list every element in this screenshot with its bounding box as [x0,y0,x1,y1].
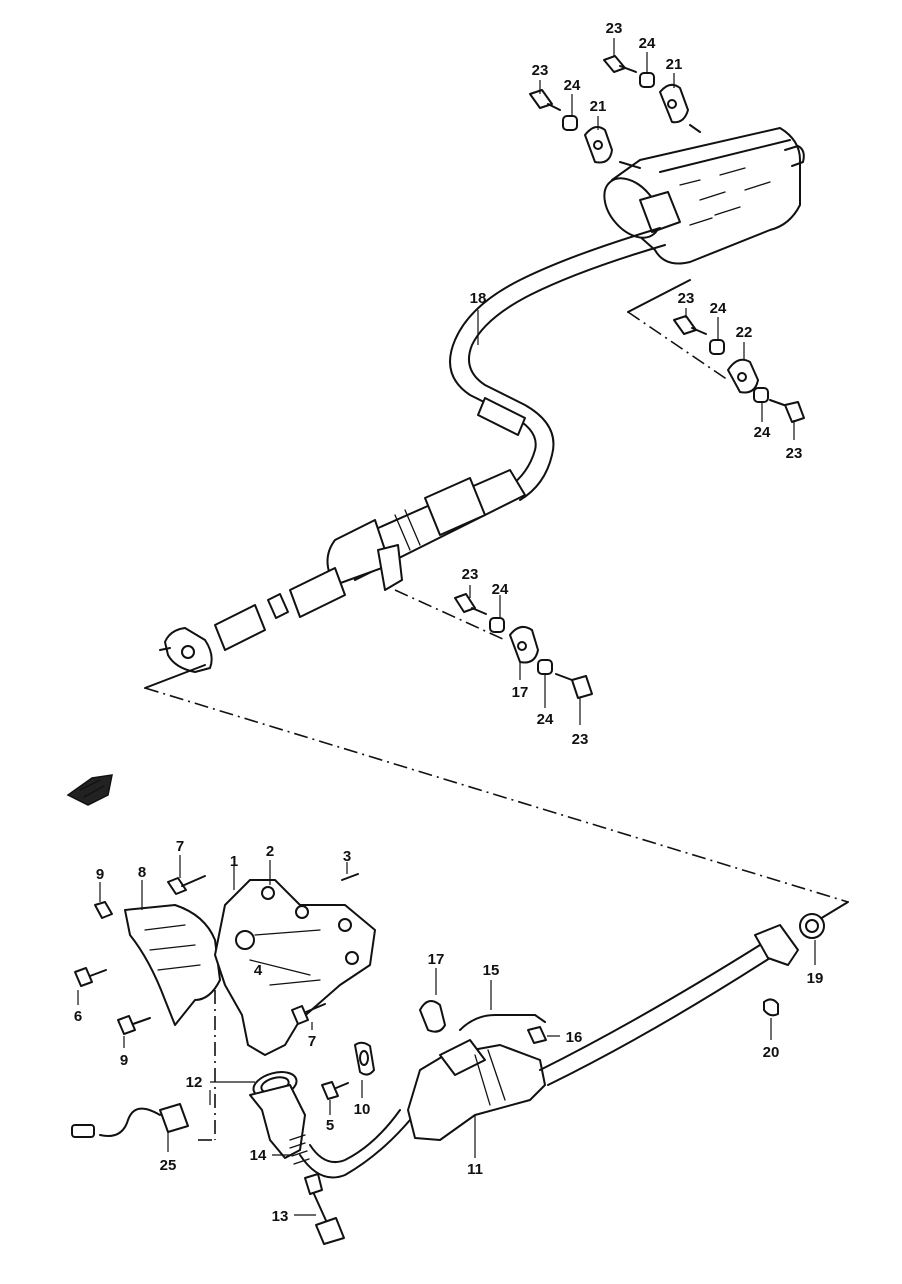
callout-19: 19 [807,970,824,987]
callout-17: 17 [428,951,445,968]
callout-12: 12 [186,1074,203,1091]
callout-18: 18 [470,290,487,307]
callout-23: 23 [572,731,589,748]
callout-15: 15 [483,962,500,979]
callout-9: 9 [120,1052,128,1069]
callout-7: 7 [308,1033,316,1050]
oxygen-sensor-25 [71,1103,189,1138]
callout-22: 22 [736,324,753,341]
exhaust-manifold-4 [214,879,376,1056]
hanger-17-and-bracket-15 [419,1000,547,1044]
callout-24: 24 [639,35,656,52]
callout-6: 6 [74,1008,82,1025]
flange-bolt-13-spring-14 [289,1134,345,1245]
callout-7: 7 [176,838,184,855]
callout-11: 11 [467,1161,483,1178]
callout-2: 2 [266,843,274,860]
hanger-set-upper-2 [529,89,613,164]
callout-13: 13 [272,1208,289,1225]
callout-14: 14 [250,1147,267,1164]
callout-4: 4 [254,962,263,979]
callout-1: 1 [230,853,238,870]
front-pipe-and-catalyst-11 [249,913,825,1179]
callout-10: 10 [354,1101,371,1118]
hanger-set-center [454,593,593,699]
callout-23: 23 [606,20,623,37]
rear-muffler [603,124,805,265]
callout-5: 5 [326,1117,334,1134]
callout-23: 23 [786,445,803,462]
manifold-bolts [74,873,359,1100]
assembly-reference-lines [144,279,849,1141]
callout-23: 23 [462,566,479,583]
callout-24: 24 [754,424,771,441]
callout-24: 24 [537,711,554,728]
callout-21: 21 [590,98,607,115]
callout-8: 8 [138,864,146,881]
front-direction-arrow-icon [66,774,113,806]
callout-21: 21 [666,56,683,73]
center-pipe-18 [449,227,666,501]
callout-24: 24 [564,77,581,94]
leader-lines [77,38,816,1216]
callout-3: 3 [343,848,351,865]
callout-labels: 23 24 21 23 24 21 18 23 24 22 24 23 23 2… [74,20,824,1225]
hanger-set-right [673,315,805,423]
center-resonator [159,469,526,673]
hanger-set-upper-1 [603,55,689,124]
callout-17: 17 [512,684,529,701]
callout-20: 20 [763,1044,780,1061]
callout-25: 25 [160,1157,177,1174]
heat-shield-8 [124,904,221,1026]
callout-23: 23 [678,290,695,307]
callout-23: 23 [532,62,549,79]
gasket-10 [354,1041,375,1076]
callout-9: 9 [96,866,104,883]
callout-24: 24 [710,300,727,317]
callout-24: 24 [492,581,509,598]
callout-16: 16 [566,1029,583,1046]
